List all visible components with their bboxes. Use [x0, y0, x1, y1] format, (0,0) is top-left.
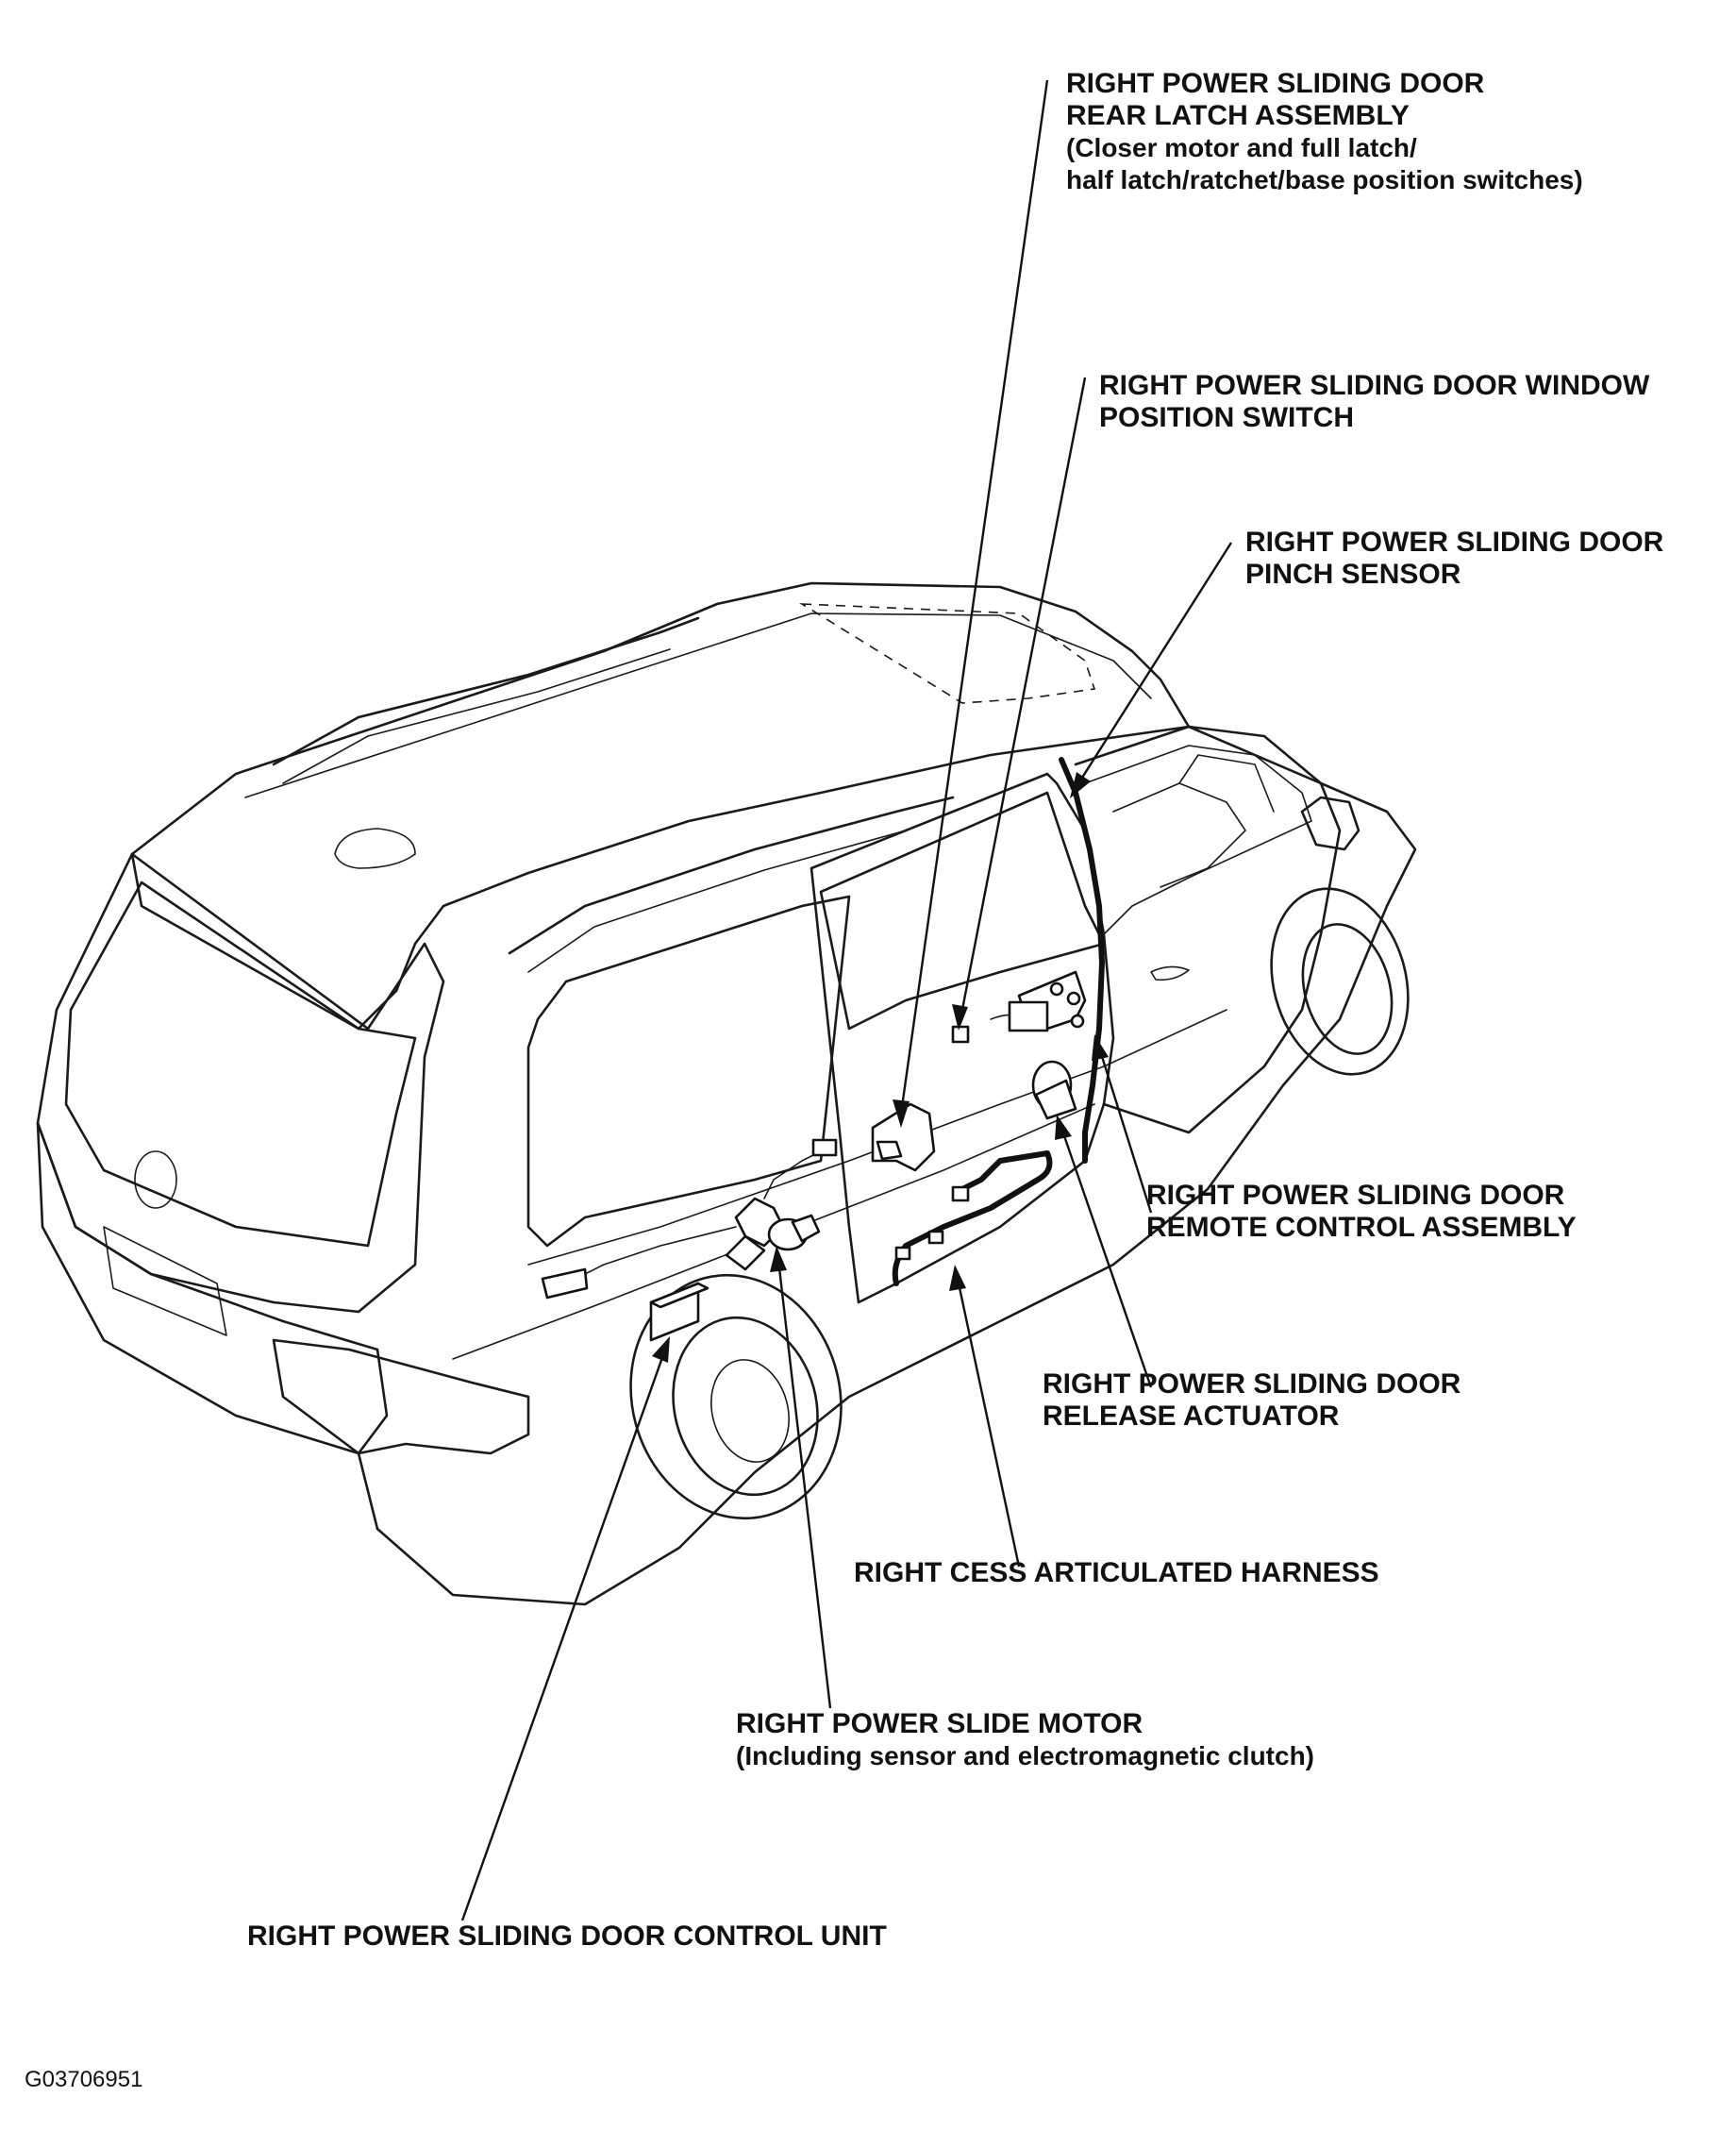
- interior-seat: [1112, 782, 1246, 888]
- sliding-door-outline: [810, 772, 1115, 1304]
- motor-wire-2: [763, 1150, 822, 1199]
- callout-control-unit: RIGHT POWER SLIDING DOOR CONTROL UNIT: [247, 1921, 887, 1953]
- rear-bumper: [36, 1121, 389, 1455]
- callout-pinch-sensor: RIGHT POWER SLIDING DOOR PINCH SENSOR: [1245, 527, 1663, 591]
- rear-quarter-window: [526, 895, 851, 1248]
- roof-rail-right-2: [527, 830, 907, 973]
- callout-power-slide-motor: RIGHT POWER SLIDE MOTOR (Including senso…: [736, 1708, 1314, 1772]
- leader-rear-latch: [899, 79, 1049, 1115]
- leader-release-actuator: [1060, 1127, 1153, 1388]
- roof-rail-left-2: [282, 648, 671, 784]
- rear-hatch-outline: [36, 852, 445, 1314]
- leader-slide-motor: [776, 1259, 832, 1709]
- interior-seat-2: [1178, 754, 1275, 813]
- arrow-window-switch: [952, 1004, 968, 1031]
- van-body: [36, 581, 1417, 1606]
- tail-light: [272, 1338, 530, 1455]
- callout-line: RIGHT POWER SLIDING DOOR: [1146, 1180, 1565, 1211]
- figure-id: G03706951: [25, 2067, 143, 2092]
- callout-rear-latch-assembly: RIGHT POWER SLIDING DOOR REAR LATCH ASSE…: [1066, 68, 1583, 196]
- front-door-outline: [1074, 725, 1342, 1134]
- roof-inner-edge: [244, 612, 1152, 798]
- callout-line: RIGHT POWER SLIDE MOTOR: [736, 1708, 1143, 1739]
- front-door-window: [1084, 745, 1312, 935]
- arrow-remote-control: [1092, 1034, 1109, 1061]
- callout-line: PINCH SENSOR: [1245, 559, 1461, 590]
- leader-lines: [460, 79, 1233, 1921]
- leader-harness: [956, 1278, 1021, 1568]
- leader-window-switch: [959, 377, 1087, 1020]
- callout-line: REAR LATCH ASSEMBLY: [1066, 100, 1410, 131]
- rear-wheel: [629, 1273, 843, 1520]
- callout-line: half latch/ratchet/base position switche…: [1066, 165, 1583, 194]
- rear-latch-assembly: [871, 1102, 936, 1172]
- motor-wire: [565, 1226, 737, 1284]
- remote-control-assembly: [1008, 970, 1087, 1032]
- callout-line: POSITION SWITCH: [1099, 402, 1354, 433]
- arrow-release-actuator: [1055, 1115, 1072, 1140]
- arrow-control-unit: [652, 1336, 670, 1363]
- side-lower-contour: [357, 725, 1417, 1606]
- window-position-switch: [951, 1025, 970, 1044]
- callout-release-actuator: RIGHT POWER SLIDING DOOR RELEASE ACTUATO…: [1043, 1368, 1461, 1433]
- motor-connector: [811, 1138, 838, 1157]
- callout-line: (Including sensor and electromagnetic cl…: [736, 1741, 1314, 1770]
- pinch-sensor-strip: [1059, 757, 1105, 1164]
- arrow-slide-motor: [770, 1246, 787, 1272]
- harness-connector-3: [894, 1246, 911, 1261]
- leader-pinch-sensor: [1074, 542, 1233, 789]
- rear-emblem: [134, 1150, 177, 1209]
- power-slide-motor: [725, 1197, 821, 1271]
- arrow-rear-latch: [893, 1099, 910, 1128]
- callout-remote-control-assembly: RIGHT POWER SLIDING DOOR REMOTE CONTROL …: [1146, 1180, 1577, 1244]
- roof-rail-right: [508, 796, 955, 955]
- front-door-handle: [1150, 965, 1190, 981]
- callout-window-position-switch: RIGHT POWER SLIDING DOOR WINDOW POSITION…: [1099, 370, 1649, 434]
- arrow-harness: [949, 1265, 966, 1291]
- power-sliding-door-control-unit: [649, 1282, 709, 1342]
- sunroof-outline: [798, 603, 1096, 704]
- callout-articulated-harness: RIGHT CESS ARTICULATED HARNESS: [854, 1557, 1379, 1589]
- components: [541, 757, 1105, 1342]
- callout-line: REMOTE CONTROL ASSEMBLY: [1146, 1212, 1577, 1243]
- callout-line: RIGHT POWER SLIDING DOOR: [1043, 1368, 1461, 1400]
- roof-outline: [130, 581, 1191, 1031]
- cess-articulated-harness: [892, 1150, 1053, 1286]
- callout-line: RELEASE ACTUATOR: [1043, 1401, 1340, 1432]
- callout-line: (Closer motor and full latch/: [1066, 133, 1417, 162]
- callout-line: RIGHT POWER SLIDING DOOR: [1245, 527, 1664, 558]
- door-window: [819, 791, 1106, 1031]
- release-actuator: [1031, 1060, 1077, 1120]
- rear-wire-connector: [541, 1267, 589, 1300]
- harness-connector-1: [951, 1185, 970, 1202]
- rear-window: [64, 881, 417, 1248]
- roof-antenna: [334, 828, 416, 869]
- leader-control-unit: [460, 1349, 667, 1921]
- leader-remote-control: [1097, 1047, 1153, 1214]
- side-mirror: [1300, 796, 1360, 851]
- front-wheel: [1270, 887, 1410, 1076]
- callout-line: RIGHT POWER SLIDING DOOR CONTROL UNIT: [247, 1921, 887, 1952]
- roof-rail-left: [272, 616, 700, 766]
- callout-line: RIGHT POWER SLIDING DOOR: [1066, 68, 1485, 99]
- callout-line: RIGHT CESS ARTICULATED HARNESS: [854, 1557, 1379, 1588]
- callout-line: RIGHT POWER SLIDING DOOR WINDOW: [1099, 370, 1650, 401]
- harness-connector-2: [927, 1230, 944, 1245]
- license-plate-area: [103, 1226, 227, 1336]
- arrow-pinch-sensor: [1070, 772, 1091, 798]
